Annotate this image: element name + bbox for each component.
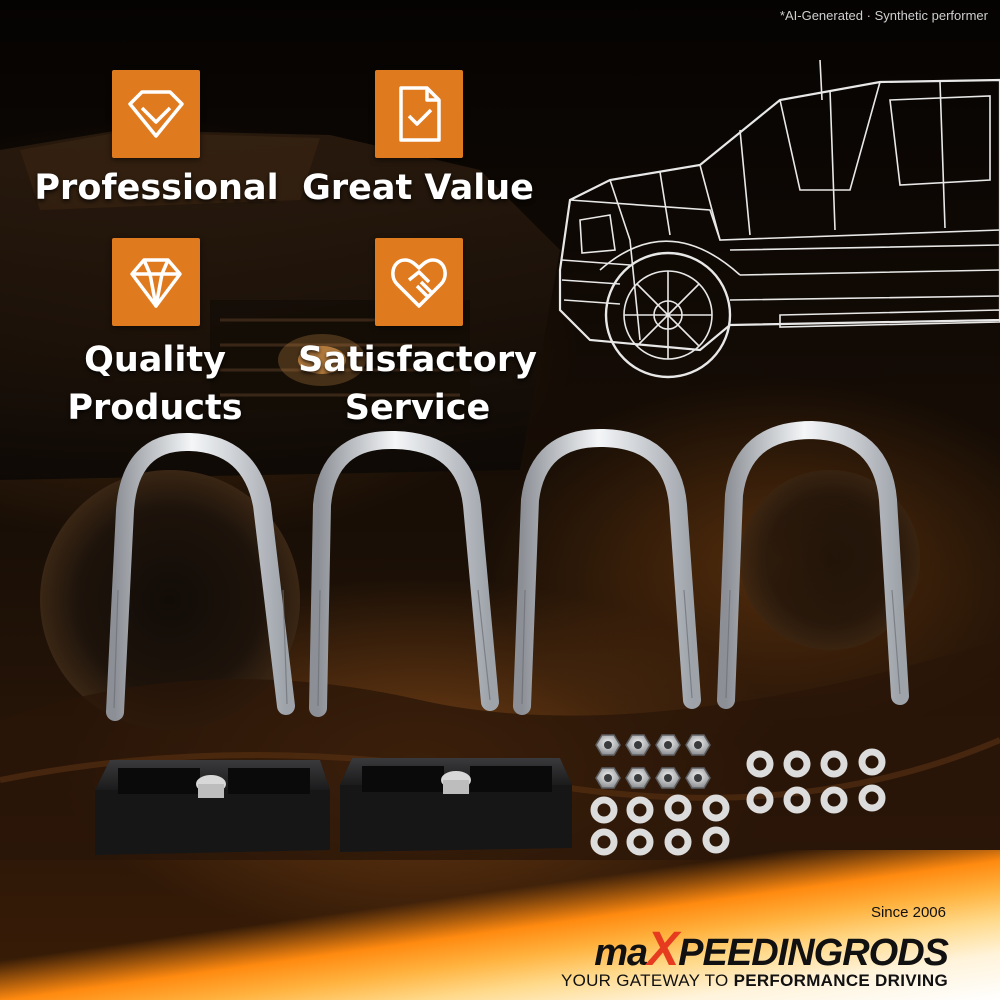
feature-label-satisfactory-service: Satisfactory Service: [298, 340, 537, 428]
logo-tagline: YOUR GATEWAY TO PERFORMANCE DRIVING: [560, 971, 948, 990]
brand-logo: Since 2006 maXPEEDINGRODS YOUR GATEWAY T…: [560, 904, 949, 991]
logo-since: Since 2006: [870, 904, 946, 921]
feature-label-professional: Professional: [34, 168, 279, 208]
logo-wordmark: maXPEEDINGRODS: [594, 923, 949, 976]
wireframe-truck-illustration: [558, 60, 1000, 379]
u-bolt: [513, 428, 701, 715]
washers: [590, 748, 886, 856]
u-bolt: [309, 430, 499, 717]
lift-block: [340, 758, 572, 852]
u-bolt: [106, 432, 295, 721]
orange-swoosh-band: [0, 850, 1000, 1000]
heart-handshake-icon: [375, 238, 463, 326]
gem-icon: [112, 238, 200, 326]
feature-label-quality-products: Quality Products: [67, 340, 243, 428]
ai-disclaimer: *AI-Generated · Synthetic performer: [779, 8, 988, 23]
feature-label-great-value: Great Value: [302, 168, 534, 208]
diamond-chevron-icon: [112, 70, 200, 158]
document-check-icon: [375, 70, 463, 158]
u-bolt: [717, 420, 909, 709]
lift-block: [95, 760, 330, 855]
hex-nuts: [595, 734, 711, 789]
